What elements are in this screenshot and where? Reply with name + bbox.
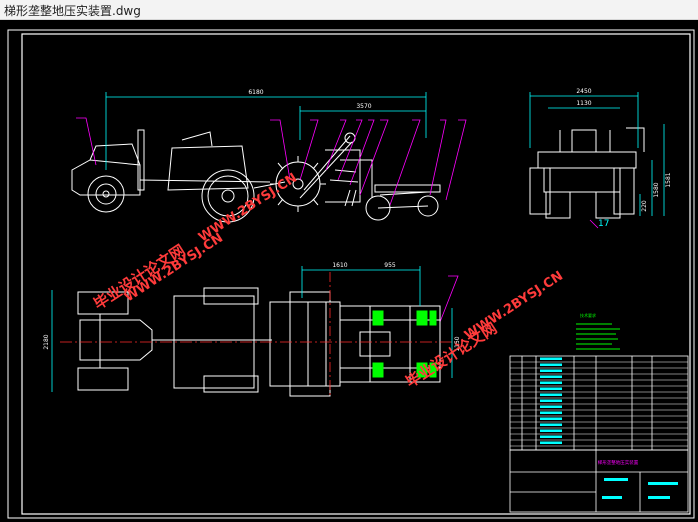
bom-cell-text [540, 363, 562, 366]
dim-side-width-top: 2450 [576, 88, 591, 95]
dim-plan-side: 1150 [454, 336, 461, 351]
bom-cell-text [540, 369, 562, 372]
bom-rows [510, 357, 688, 447]
cad-canvas[interactable]: 6180 3570 2450 1130 1 [0, 20, 698, 522]
front-view [71, 129, 441, 223]
dim-side-width-inner: 1130 [576, 100, 591, 107]
bom-cell-text [540, 441, 562, 444]
dim-plan-width: 2180 [43, 334, 50, 349]
bom-cell-text [540, 423, 562, 426]
title-block [509, 449, 689, 513]
bom-cell-text [540, 387, 562, 390]
dim-total-length: 6180 [248, 89, 263, 96]
notes-lines [576, 323, 620, 350]
part-label-17: 17 [598, 219, 609, 229]
window-title: 梯形垄整地压实装置.dwg [4, 4, 141, 18]
dim-plan-b: 955 [384, 262, 396, 269]
bom-cell-text [540, 393, 562, 396]
title-block-name: 梯形垄整地压实装置 [598, 459, 639, 466]
notes-title: 技术要求 [580, 312, 596, 318]
bom-cell-text [540, 429, 562, 432]
bom-cell-text [540, 399, 562, 402]
watermark-cn-2: 毕业设计论文网 [402, 319, 500, 391]
bom-cell-text [540, 405, 562, 408]
dim-plan-a: 1610 [332, 262, 347, 269]
bom-cell-text [540, 357, 562, 360]
dim-height-a: 1581 [665, 172, 672, 187]
bom-cell-text [540, 381, 562, 384]
plan-dims [51, 266, 453, 392]
leader-lines [76, 117, 599, 323]
dim-height-c: 220 [641, 200, 648, 212]
side-view [529, 127, 645, 219]
plan-view [77, 287, 441, 397]
bom-cell-text [540, 435, 562, 438]
side-dims [529, 92, 665, 216]
dim-height-b: 1580 [653, 182, 660, 197]
front-dims [105, 92, 427, 170]
roller-parts [372, 310, 437, 378]
cad-drawing: 6180 3570 2450 1130 1 [7, 29, 695, 519]
bom-cell-text [540, 375, 562, 378]
bom-table [509, 355, 689, 451]
outer-frame [7, 29, 695, 519]
dim-impl-length: 3570 [356, 103, 371, 110]
window-titlebar: 梯形垄整地压实装置.dwg [0, 0, 698, 20]
bom-cell-text [540, 417, 562, 420]
inner-frame [21, 33, 691, 515]
bom-cell-text [540, 411, 562, 414]
title-block-fills [602, 478, 678, 499]
